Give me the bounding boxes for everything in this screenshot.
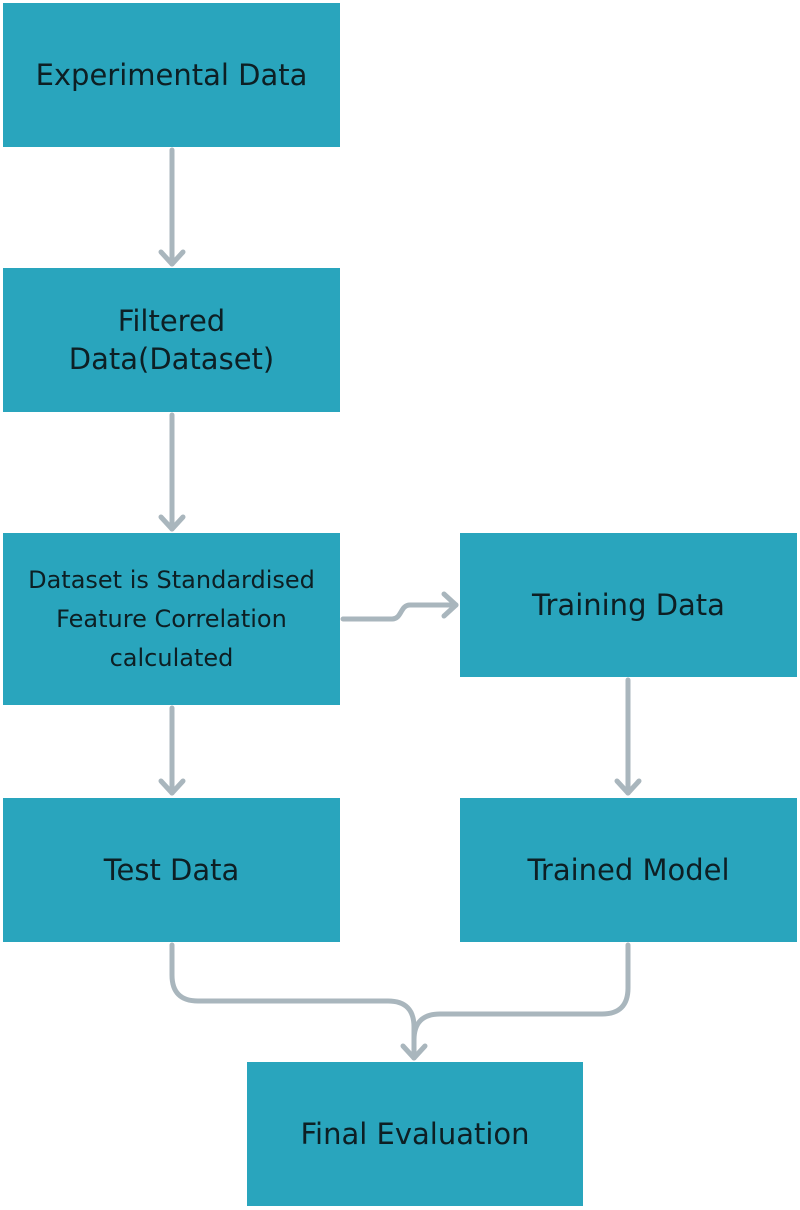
node-label-line: Training Data bbox=[532, 588, 725, 622]
arrowhead-standardised-to-test bbox=[158, 778, 186, 796]
arrow-test-to-final bbox=[169, 942, 417, 1061]
box-final-evaluation: Final Evaluation bbox=[247, 1062, 583, 1206]
box-experimental-data: Experimental Data bbox=[3, 3, 340, 147]
node-label-line: Test Data bbox=[103, 853, 240, 887]
node-label-line: Data(Dataset) bbox=[68, 342, 275, 376]
arrow-trained-to-final bbox=[411, 942, 631, 1043]
arrowhead-experimental-to-filtered bbox=[158, 249, 186, 267]
arrowhead-standardised-to-training bbox=[441, 591, 459, 619]
box-training-data: Training Data bbox=[460, 533, 797, 677]
node-label-line: Filtered bbox=[117, 304, 226, 338]
node-label-line: Experimental Data bbox=[35, 58, 308, 92]
arrowhead-into-final bbox=[400, 1043, 428, 1061]
node-label-line: Dataset is Standardised bbox=[28, 565, 315, 594]
box-trained-model: Trained Model bbox=[460, 798, 797, 942]
box-test-data: Test Data bbox=[3, 798, 340, 942]
arrow-standardised-to-training bbox=[340, 602, 459, 622]
arrowhead-training-to-trained bbox=[614, 778, 642, 796]
node-label-line: calculated bbox=[109, 643, 234, 672]
node-label-line: Feature Correlation bbox=[56, 604, 287, 633]
node-label-line: Trained Model bbox=[527, 853, 730, 887]
arrowhead-filtered-to-standardised bbox=[158, 514, 186, 532]
node-label-line: Final Evaluation bbox=[300, 1117, 530, 1151]
